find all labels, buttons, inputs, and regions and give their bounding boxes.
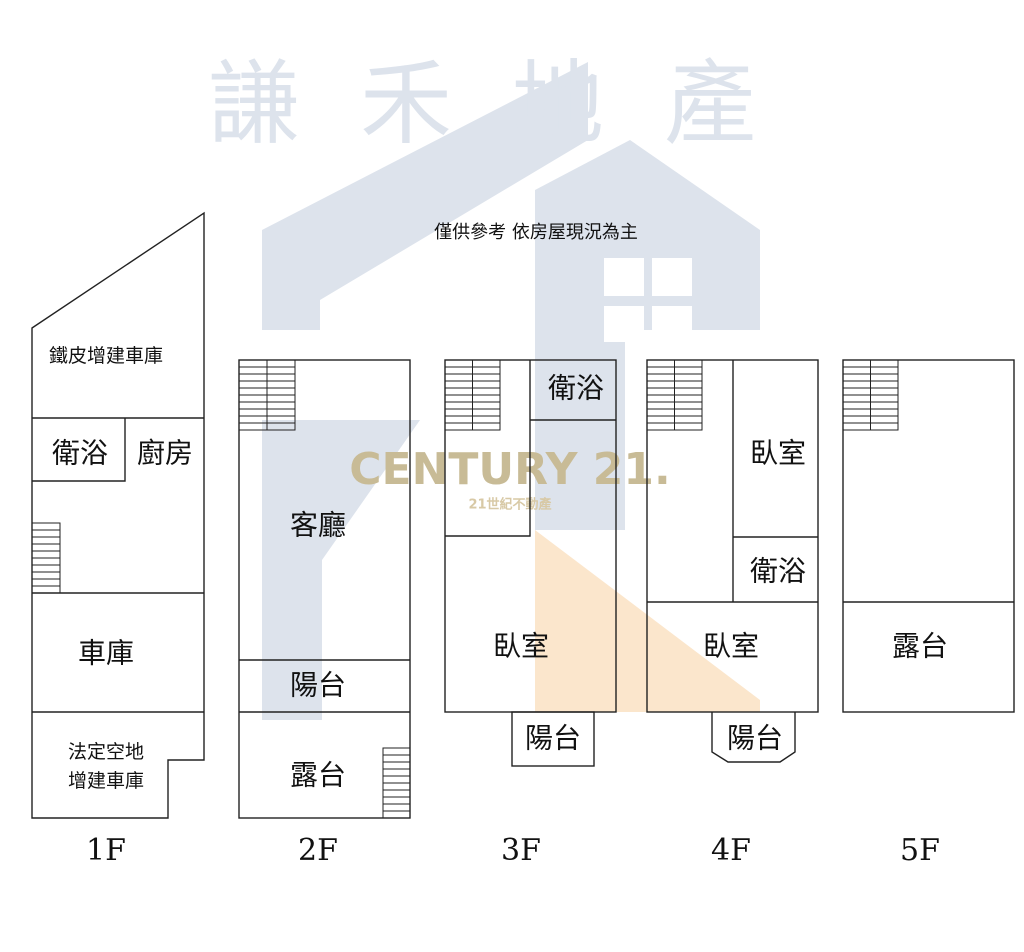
floor-label: 2F	[298, 833, 338, 868]
room-label: 臥室	[703, 630, 759, 663]
floor-label: 1F	[86, 833, 126, 868]
room-label: 法定空地	[68, 741, 144, 763]
room-label: 露台	[290, 759, 346, 792]
room-label: 衛浴	[52, 437, 108, 470]
floor-5f: 露台 5F	[842, 359, 1015, 868]
stairs-icon	[842, 359, 899, 431]
watermark-brand-sub: 21世紀不動產	[468, 497, 551, 513]
room-label: 臥室	[493, 630, 549, 663]
watermark-company: 謙禾地產	[208, 50, 816, 157]
stairs-icon	[646, 359, 703, 431]
floor-label: 4F	[711, 833, 751, 868]
room-label: 廚房	[137, 437, 193, 470]
watermark-house	[262, 62, 760, 720]
room-label: 車庫	[78, 637, 134, 670]
floor-label: 3F	[501, 833, 541, 868]
notice-text: 僅供參考 依房屋現況為主	[434, 222, 638, 243]
room-label: 臥室	[750, 437, 806, 470]
stairs-icon	[238, 359, 296, 431]
room-label: 露台	[892, 630, 948, 663]
floor-label: 5F	[900, 833, 940, 868]
watermark-brand: CENTURY 21.	[349, 444, 671, 495]
room-label: 衛浴	[548, 372, 604, 405]
room-label: 增建車庫	[68, 770, 144, 792]
stairs-icon	[444, 359, 501, 431]
floor-4f: 臥室 衛浴 臥室 陽台 4F	[646, 359, 819, 868]
room-label: 衛浴	[750, 555, 806, 588]
floor-3f: 衛浴 臥室 陽台 3F	[444, 359, 617, 868]
room-label: 鐵皮增建車庫	[49, 345, 163, 367]
room-label: 陽台	[727, 722, 783, 755]
stairs-icon	[31, 522, 61, 594]
floor-2f: 客廳 陽台 露台 2F	[238, 359, 411, 868]
floor-1f: 鐵皮增建車庫 衛浴 廚房 車庫 法定空地 增建車庫 1F	[31, 211, 205, 868]
room-label: 客廳	[290, 509, 346, 542]
room-label: 陽台	[290, 669, 346, 702]
stairs-icon	[382, 747, 411, 819]
room-label: 陽台	[525, 722, 581, 755]
